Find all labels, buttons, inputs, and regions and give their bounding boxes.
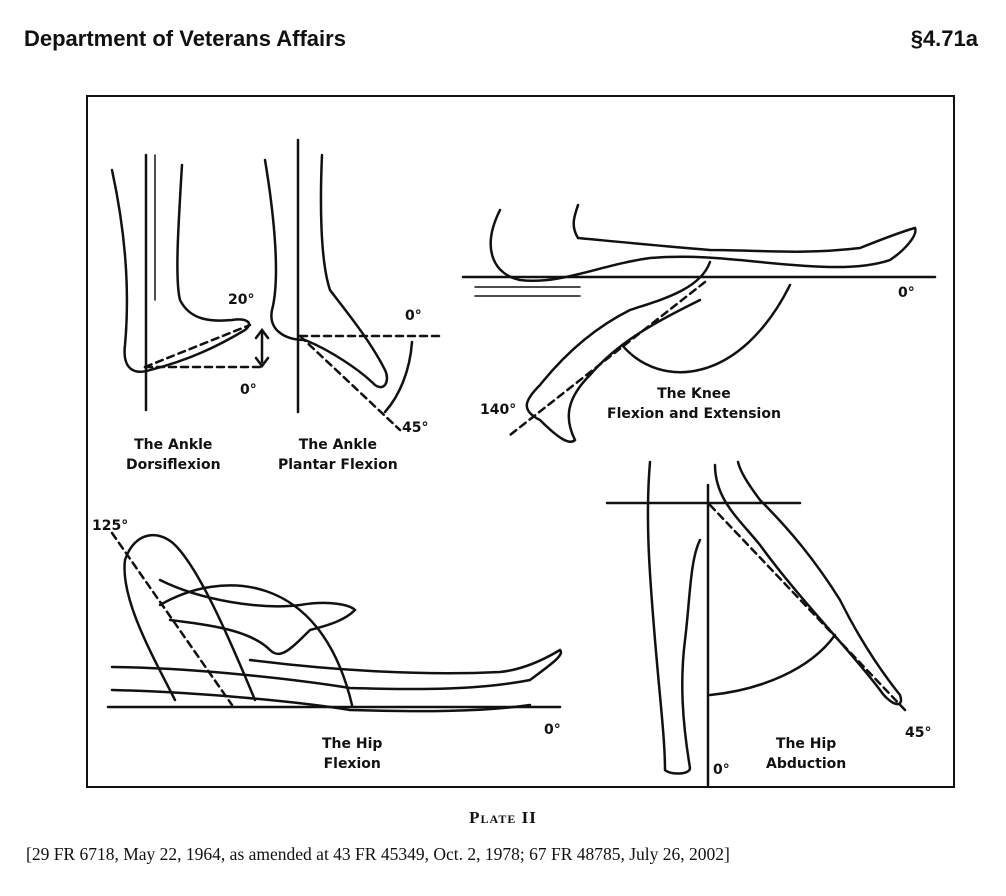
label-line: Dorsiflexion [126,457,221,473]
knee-flexion-drawing [461,203,937,444]
hip-abduction-drawing [605,460,907,787]
label-line: Flexion [323,756,381,772]
dorsiflexion-max-angle: 20° [228,292,255,308]
hip-flexion-min-angle: 0° [544,722,561,738]
hip-abduction-max-angle: 45° [905,725,932,741]
hip-abduction-min-angle: 0° [713,762,730,778]
ankle-dorsiflexion-drawing [110,153,270,412]
dorsiflexion-min-angle: 0° [240,382,257,398]
running-header-agency: Department of Veterans Affairs [24,26,346,51]
plantar-min-angle: 0° [405,308,422,324]
label-line: Flexion and Extension [607,406,781,422]
hip-flexion-max-angle: 125° [92,518,129,534]
ankle-plantar-flexion-drawing [263,138,442,432]
label-line: Abduction [766,756,847,772]
label-line: Plantar Flexion [278,457,398,473]
citation: [29 FR 6718, May 22, 1964, as amended at… [26,844,730,864]
label-line: The Hip [775,736,837,752]
section-number: §4.71a [910,26,978,51]
label-line: The Knee [657,386,731,402]
plate-figure-frame [86,95,955,788]
plantar-max-angle: 45° [402,420,429,436]
hip-flexion-drawing [106,531,563,713]
knee-max-angle: 140° [480,402,517,418]
plate-caption: Plate II [469,808,537,827]
knee-min-angle: 0° [898,285,915,301]
label-line: The Ankle [298,437,377,453]
label-line: The Ankle [134,437,213,453]
label-line: The Hip [322,736,383,752]
